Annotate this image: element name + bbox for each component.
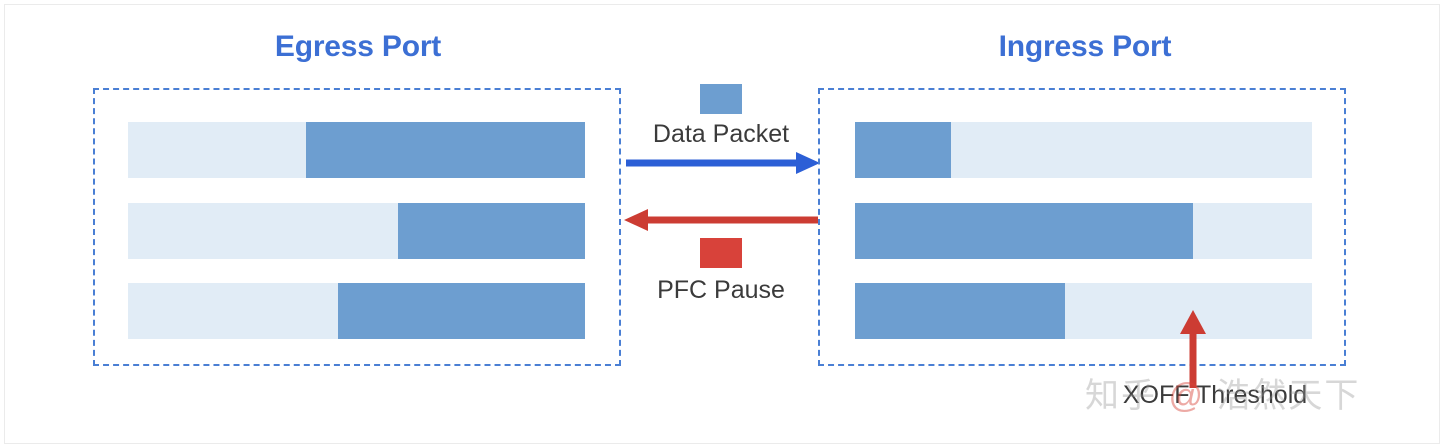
ingress-port-title: Ingress Port (998, 30, 1172, 63)
data-packet-arrow-icon (626, 152, 820, 174)
pfc-pause-label: PFC Pause (657, 276, 785, 304)
data-packet-label: Data Packet (652, 120, 790, 148)
egress-queue-3 (128, 283, 585, 339)
data-packet-swatch (700, 84, 742, 114)
egress-queue-1 (128, 122, 585, 178)
pfc-pause-arrow-icon (624, 209, 818, 231)
ingress-port-box (818, 88, 1346, 366)
egress-queue-2-fill (397, 203, 585, 259)
ingress-queue-1 (855, 122, 1312, 178)
ingress-queue-3-fill (855, 283, 1066, 339)
xoff-threshold-label: XOFF Threshold (1122, 381, 1308, 409)
xoff-threshold-arrow-icon (1180, 310, 1206, 388)
egress-queue-1-fill (306, 122, 585, 178)
egress-queue-2 (128, 203, 585, 259)
egress-port-box (93, 88, 621, 366)
egress-queue-3-fill (338, 283, 585, 339)
ingress-queue-2 (855, 203, 1312, 259)
egress-port-title: Egress Port (274, 30, 442, 63)
pfc-pause-swatch (700, 238, 742, 268)
ingress-queue-3 (855, 283, 1312, 339)
ingress-queue-2-fill (855, 203, 1194, 259)
ingress-queue-1-fill (855, 122, 951, 178)
